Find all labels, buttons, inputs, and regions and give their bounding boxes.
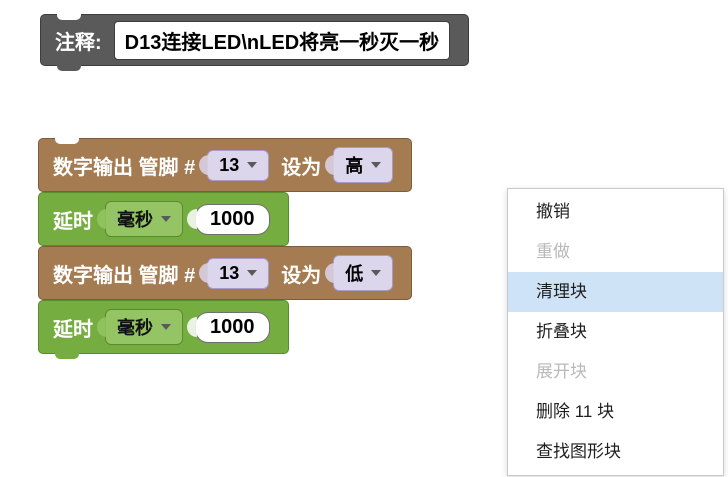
set-to-label: 设为 [281, 156, 322, 179]
delay-label: 延时 [53, 318, 93, 341]
delay-block-1[interactable]: 延时 毫秒 1000 [38, 192, 289, 246]
block-top-notch [55, 138, 79, 144]
dropdown-arrow-icon [371, 270, 382, 276]
menu-item-clean-up-blocks[interactable]: 清理块 [508, 272, 723, 312]
duration-field[interactable]: 1000 [195, 311, 270, 343]
unit-dropdown-value: 毫秒 [117, 318, 153, 338]
unit-dropdown[interactable]: 毫秒 [105, 309, 183, 345]
level-dropdown[interactable]: 高 [333, 147, 394, 183]
unit-dropdown-value: 毫秒 [117, 210, 153, 230]
block-bottom-tab [55, 353, 79, 359]
set-to-label: 设为 [281, 264, 322, 287]
menu-item-collapse-blocks[interactable]: 折叠块 [536, 322, 587, 341]
block-bottom-tab [57, 65, 81, 71]
delay-label: 延时 [53, 210, 93, 233]
pin-dropdown[interactable]: 13 [207, 149, 270, 181]
level-dropdown-value: 低 [345, 264, 364, 284]
dropdown-arrow-icon [247, 270, 258, 276]
digital-write-label: 数字输出 管脚 # [53, 264, 196, 287]
pin-dropdown-value: 13 [219, 262, 240, 283]
unit-dropdown[interactable]: 毫秒 [105, 201, 183, 237]
dropdown-arrow-icon [247, 162, 258, 168]
digital-write-label: 数字输出 管脚 # [53, 156, 196, 179]
menu-item-redo: 重做 [536, 242, 570, 261]
comment-text-field[interactable]: D13连接LED\nLED将亮一秒灭一秒 [113, 20, 451, 60]
delay-block-2[interactable]: 延时 毫秒 1000 [38, 300, 289, 359]
digital-write-block-1[interactable]: 数字输出 管脚 # 13 设为 高 [38, 138, 413, 192]
dropdown-arrow-icon [161, 216, 171, 222]
pin-dropdown-value: 13 [219, 154, 240, 175]
level-dropdown[interactable]: 低 [333, 255, 394, 291]
pin-dropdown[interactable]: 13 [207, 257, 270, 289]
menu-item-expand-blocks: 展开块 [536, 362, 587, 381]
menu-item-undo[interactable]: 撤销 [536, 202, 570, 221]
level-dropdown-value: 高 [345, 156, 364, 176]
comment-block[interactable]: 注释: D13连接LED\nLED将亮一秒灭一秒 [40, 14, 470, 71]
dropdown-arrow-icon [161, 324, 171, 330]
context-menu: 撤销 重做 清理块 折叠块 展开块 删除 11 块 查找图形块 [507, 188, 724, 476]
duration-field[interactable]: 1000 [195, 203, 270, 235]
menu-item-delete-blocks[interactable]: 删除 11 块 [536, 402, 615, 421]
dropdown-arrow-icon [371, 162, 382, 168]
comment-label: 注释: [55, 31, 102, 54]
digital-write-block-2[interactable]: 数字输出 管脚 # 13 设为 低 [38, 246, 413, 300]
menu-item-find-block[interactable]: 查找图形块 [536, 442, 621, 461]
block-top-notch [57, 14, 81, 20]
